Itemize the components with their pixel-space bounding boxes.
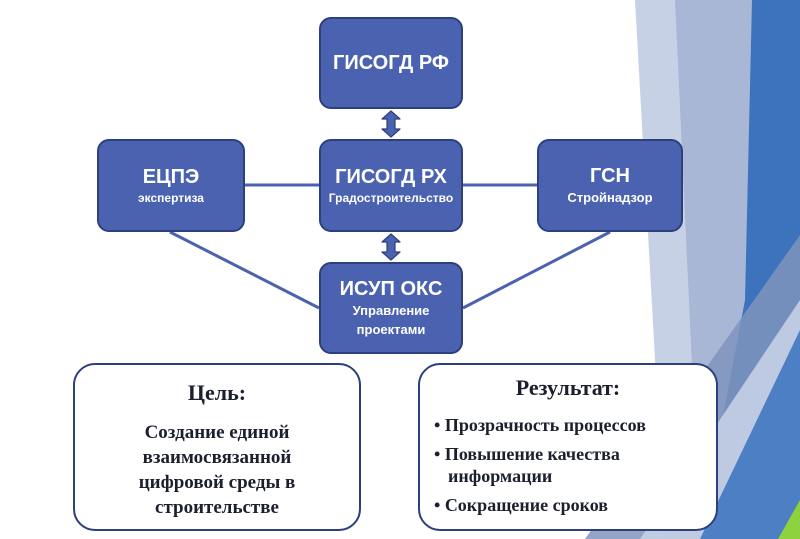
node-gsn: ГСН Стройнадзор bbox=[537, 139, 683, 232]
node-subtitle-line1: Управление bbox=[352, 303, 430, 319]
goal-line: строительстве bbox=[155, 497, 279, 519]
bullet: • bbox=[434, 443, 441, 464]
node-ecpe: ЕЦПЭ экспертиза bbox=[97, 139, 245, 232]
bullet: • bbox=[434, 494, 441, 515]
double-arrow-rf-rh bbox=[381, 110, 401, 138]
deco-blue-triangle bbox=[700, 330, 800, 539]
bullet: • bbox=[434, 415, 441, 435]
double-arrow-rh-isup bbox=[381, 233, 401, 261]
goal-line: Создание единой bbox=[144, 422, 290, 443]
node-isup-oks: ИСУП ОКС Управление проектами bbox=[319, 262, 463, 354]
goal-text: Создание единой взаимосвязанной цифровой… bbox=[75, 420, 359, 520]
result-item-text: Прозрачность процессов bbox=[444, 415, 646, 435]
list-item: • Повышение качества информации bbox=[434, 444, 716, 488]
node-subtitle: экспертиза bbox=[138, 190, 204, 205]
goal-card: Цель: Создание единой взаимосвязанной ци… bbox=[73, 363, 361, 531]
node-subtitle: Градостроительство bbox=[328, 190, 454, 205]
node-subtitle-line2: проектами bbox=[356, 321, 426, 337]
connector-gsn-isup bbox=[462, 230, 611, 310]
list-item: • Прозрачность процессов bbox=[434, 415, 716, 437]
connector-ecpe-isup bbox=[169, 230, 320, 310]
node-title: ГИСОГД РФ bbox=[332, 51, 449, 74]
node-gisogd-rf: ГИСОГД РФ bbox=[319, 17, 463, 109]
result-heading: Результат: bbox=[515, 375, 621, 400]
node-subtitle: Стройнадзор bbox=[567, 189, 653, 205]
goal-line: цифровой среды в bbox=[138, 472, 296, 494]
node-title: ГИСОГД РХ bbox=[335, 165, 447, 188]
result-item-text: Повышение качества информации bbox=[444, 443, 620, 486]
result-item-text: Сокращение сроков bbox=[444, 494, 609, 515]
deco-green-triangle bbox=[778, 500, 800, 539]
result-card: Результат: • Прозрачность процессов • По… bbox=[418, 363, 718, 531]
list-item: • Сокращение сроков bbox=[434, 495, 716, 517]
node-title: ЕЦПЭ bbox=[142, 165, 200, 188]
goal-line: взаимосвязанной bbox=[142, 447, 292, 469]
result-list: • Прозрачность процессов • Повышение кач… bbox=[420, 415, 716, 517]
node-gisogd-rh: ГИСОГД РХ Градостроительство bbox=[319, 139, 463, 232]
node-title: ИСУП ОКС bbox=[339, 278, 443, 301]
node-title: ГСН bbox=[590, 164, 630, 187]
goal-heading: Цель: bbox=[187, 380, 247, 405]
